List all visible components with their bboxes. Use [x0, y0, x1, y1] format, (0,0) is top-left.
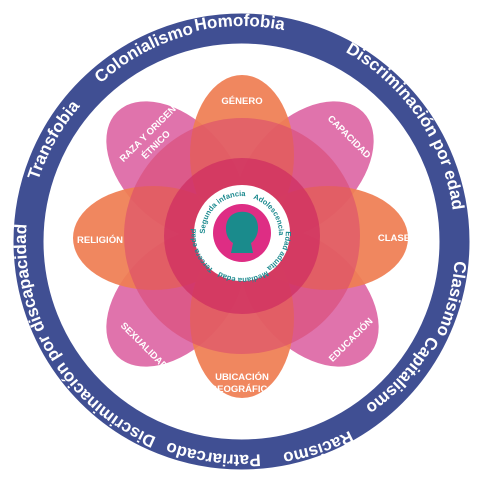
label-religion: RELIGIÓN — [77, 234, 123, 246]
label-ubicacion-1: UBICACIÓN — [215, 371, 269, 383]
label-clase: CLASE — [378, 233, 410, 244]
ring-term-homofobia: Homofobia — [193, 11, 287, 35]
label-genero: GÉNERO — [221, 96, 262, 107]
label-ubicacion-2: GEOGRÁFICA — [210, 384, 275, 395]
person-head-icon — [225, 211, 259, 253]
outer-ring — [13, 13, 470, 470]
